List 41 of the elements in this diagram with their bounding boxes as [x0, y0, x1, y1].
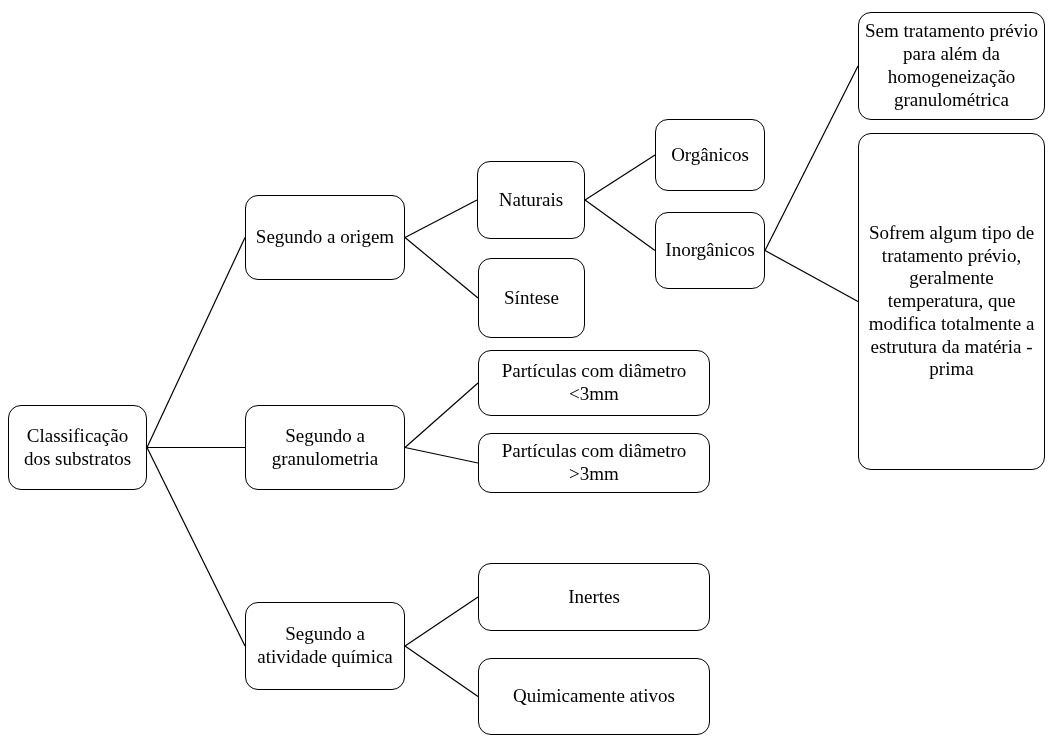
- box-label: Naturais: [498, 188, 564, 212]
- rounded-box: [245, 195, 405, 280]
- connector-line: [404, 382, 479, 449]
- connector-line: [404, 236, 479, 299]
- connector-line: [584, 199, 656, 252]
- rounded-box: [655, 212, 765, 289]
- connector-line: [764, 65, 859, 252]
- box-label: Segundo a granulometria: [270, 424, 380, 471]
- box-label: Orgânicos: [671, 143, 749, 167]
- rounded-box: [478, 433, 710, 493]
- rounded-box: [477, 161, 585, 239]
- connector-line: [584, 154, 656, 201]
- box-label: Sofrem algum tipo de tratamento prévio, geralmente temperatura, que modifica totalmente a estrutura da matéria -prima: [867, 221, 1036, 382]
- box-label: Classificação dos substratos: [22, 424, 133, 471]
- box-label: Síntese: [504, 286, 559, 310]
- connector-line: [764, 249, 859, 303]
- rounded-box: [858, 12, 1045, 120]
- connector-line: [146, 446, 246, 449]
- rounded-box: [478, 350, 710, 416]
- rounded-box: [858, 133, 1045, 470]
- rounded-box: [8, 405, 147, 490]
- box-label: Inertes: [568, 585, 620, 609]
- box-label: Quimicamente ativos: [513, 685, 675, 708]
- box-label: Sem tratamento prévio para além da homogeneização granulométrica: [863, 20, 1040, 112]
- box-label: Partículas com diâmetro >3mm: [500, 440, 688, 486]
- box-label: Inorgânicos: [665, 239, 755, 262]
- box-label: Segundo a origem: [255, 226, 395, 249]
- connector-line: [146, 446, 246, 647]
- connector-line: [404, 645, 479, 698]
- connector-line: [404, 446, 479, 464]
- connector-line: [404, 596, 479, 647]
- connector-line: [404, 199, 478, 239]
- rounded-box: [245, 405, 405, 490]
- connector-line: [146, 236, 246, 449]
- rounded-box: [478, 563, 710, 631]
- box-label: Segundo a atividade química: [256, 623, 394, 669]
- rounded-box: [478, 658, 710, 735]
- box-label: Partículas com diâmetro <3mm: [500, 360, 688, 406]
- rounded-box: [478, 258, 585, 338]
- rounded-box: [655, 119, 765, 191]
- rounded-box: [245, 602, 405, 690]
